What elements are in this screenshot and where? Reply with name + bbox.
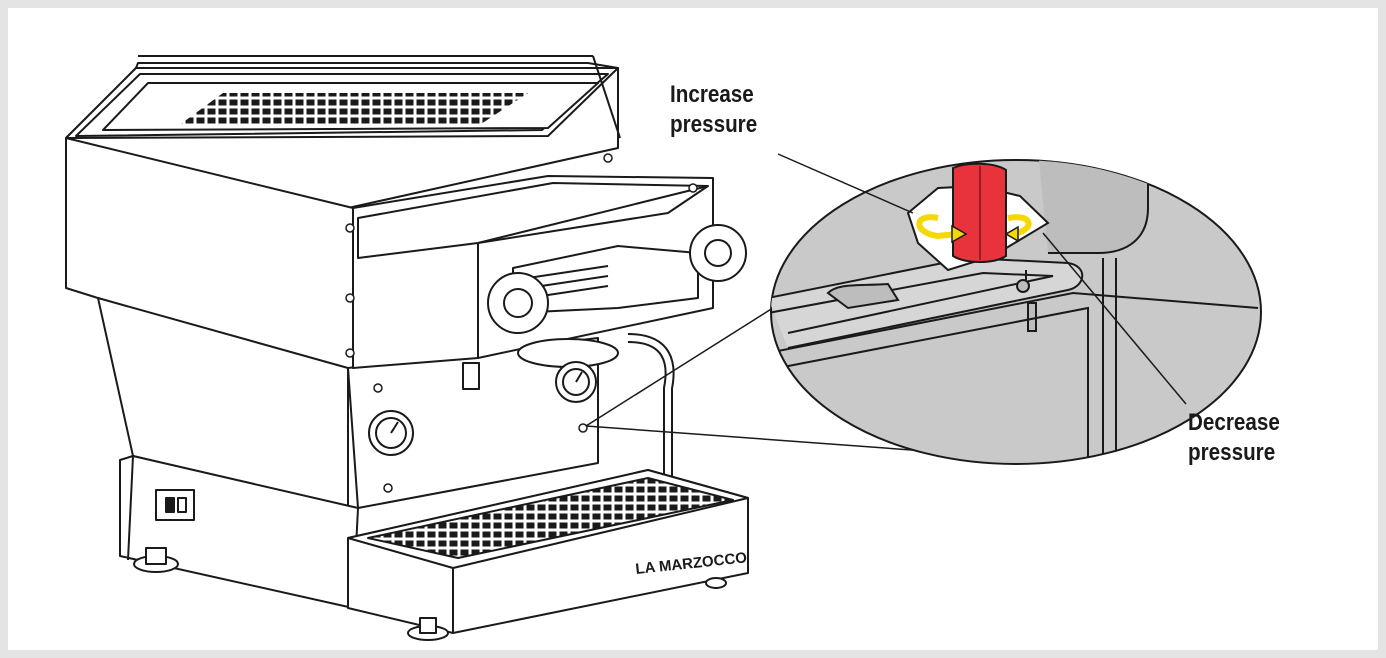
rotation-arrow-icon	[916, 214, 1032, 244]
machine-body	[97, 175, 747, 509]
zoom-leader-lines	[585, 305, 967, 455]
diagram-panel: LA MARZOCCO	[8, 8, 1378, 650]
top-vent-grid	[178, 93, 528, 126]
machine-base	[119, 455, 359, 609]
magnified-detail	[770, 159, 1262, 465]
pressure-adjuster-screw	[906, 162, 1050, 272]
pressure-gauge-icon	[368, 361, 597, 456]
callout-lines	[777, 153, 1187, 405]
power-switch-icon	[155, 489, 195, 521]
drip-tray: LA MARZOCCO	[347, 469, 749, 641]
espresso-machine-illustration: LA MARZOCCO	[65, 55, 1262, 641]
drip-tray-grid	[367, 477, 734, 559]
decrease-pressure-label: Decrease pressure	[1188, 409, 1280, 466]
increase-pressure-label: Increase pressure	[670, 81, 758, 138]
machine-top-housing	[65, 55, 621, 379]
